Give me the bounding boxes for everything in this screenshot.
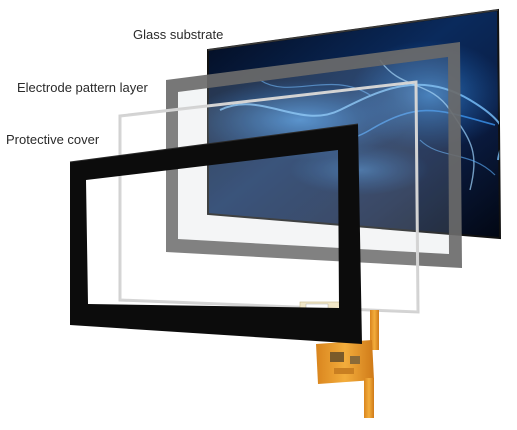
label-electrode-pattern-layer: Electrode pattern layer xyxy=(17,80,148,95)
label-protective-cover: Protective cover xyxy=(6,132,100,147)
flex-cable xyxy=(299,301,379,418)
front-bezel xyxy=(69,123,362,344)
protective-cover-layer xyxy=(118,80,420,314)
label-glass-substrate: Glass substrate xyxy=(133,27,224,42)
electrode-pattern-layer xyxy=(166,42,462,268)
